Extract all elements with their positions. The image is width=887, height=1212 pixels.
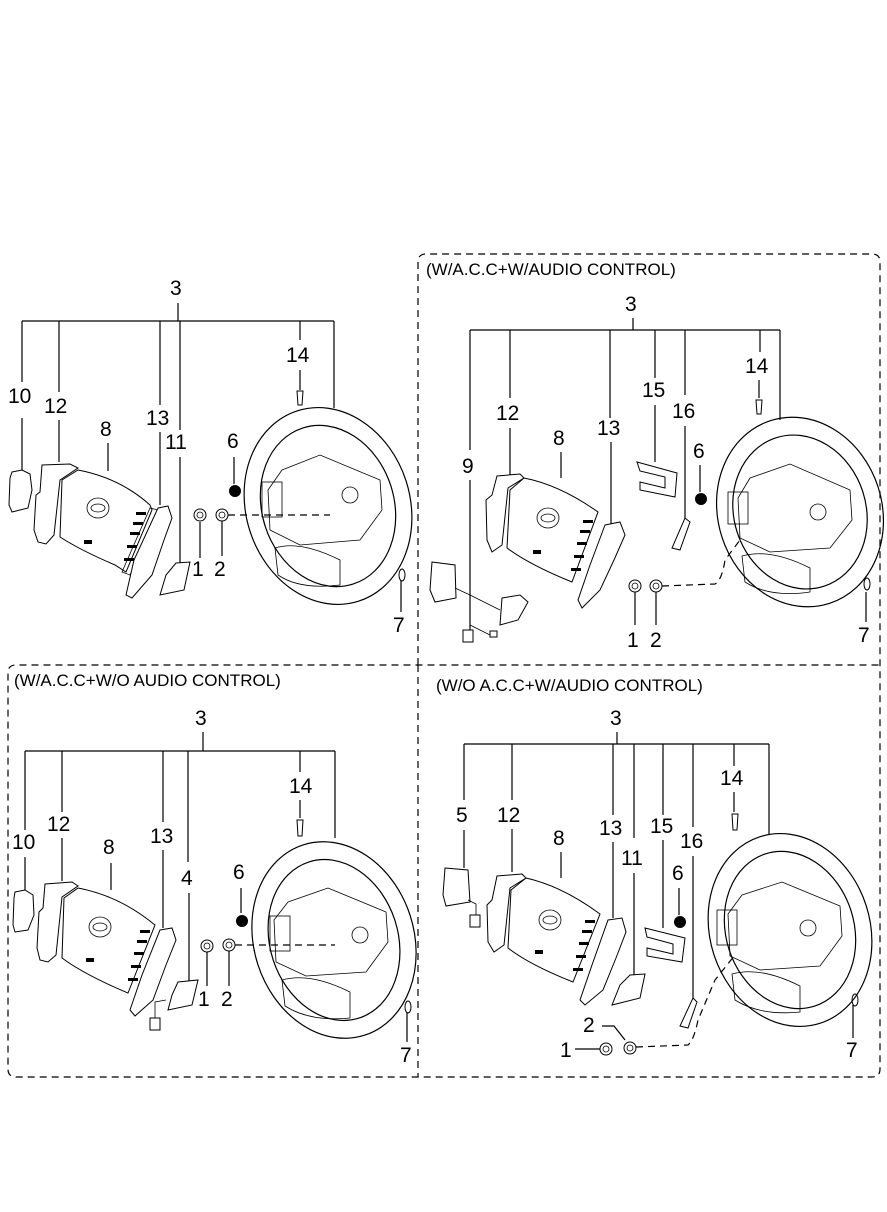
panel-wacc-woaudio: (W/A.C.C+W/O AUDIO CONTROL) 3 10 12 8 13… [12,671,417,1067]
callout-7[interactable]: 7 [858,624,870,647]
callout-7[interactable]: 7 [400,1044,412,1067]
part-12-lower-cover [33,463,79,545]
part-2-washer [215,508,229,522]
callout-14[interactable]: 14 [286,344,310,367]
part-7-clip [404,1000,412,1014]
callout-11[interactable]: 11 [165,431,187,454]
part-11-switch [611,973,646,1006]
callout-12[interactable]: 12 [44,395,67,418]
callout-1[interactable]: 1 [192,558,204,581]
panel-caption: (W/A.C.C+W/O AUDIO CONTROL) [14,671,281,690]
part-10-cover [8,469,33,513]
part-12-lower-cover [486,873,527,953]
part-6-plug [236,915,248,927]
callout-2[interactable]: 2 [221,988,233,1011]
part-3-steering-wheel [715,416,885,608]
callout-3[interactable]: 3 [610,707,622,730]
callout-8[interactable]: 8 [100,418,112,441]
panel-caption: (W/O A.C.C+W/AUDIO CONTROL) [436,676,703,695]
callout-13[interactable]: 13 [150,825,173,848]
callout-11[interactable]: 11 [621,847,643,870]
callout-1[interactable]: 1 [198,988,210,1011]
part-3-steering-wheel [251,841,417,1039]
callout-14[interactable]: 14 [745,355,769,378]
part-9-switch-harness [429,561,457,603]
part-6-plug [229,485,241,497]
panel-frames [7,253,881,1078]
callout-8[interactable]: 8 [553,827,565,850]
callout-2[interactable]: 2 [650,629,662,652]
callout-14[interactable]: 14 [289,775,313,798]
part-5-switch [442,867,471,907]
part-1-nut [599,1042,613,1056]
part-14-screw [731,813,739,831]
callout-1[interactable]: 1 [627,629,639,652]
callout-6[interactable]: 6 [233,861,245,884]
part-2-washer [623,1041,637,1055]
part-4-switch [167,979,199,1011]
part-6-plug [674,916,686,928]
panel-wacc-waudio: (W/A.C.C+W/AUDIO CONTROL) 3 9 12 8 13 15… [426,260,885,652]
callout-12[interactable]: 12 [496,402,519,425]
part-2-washer [222,938,236,952]
callout-6[interactable]: 6 [693,440,705,463]
part-2-washer [649,579,663,593]
part-15-bracket [644,927,686,963]
part-1-nut [628,579,642,593]
callout-6[interactable]: 6 [672,862,684,885]
part-11-switch [159,561,191,596]
callout-7[interactable]: 7 [393,614,405,637]
callout-2[interactable]: 2 [583,1014,595,1037]
callout-15[interactable]: 15 [650,815,673,838]
part-1-nut [193,508,207,522]
part-7-clip [398,568,406,582]
part-14-screw [296,390,304,406]
callout-9[interactable]: 9 [462,455,474,478]
callout-10[interactable]: 10 [12,831,35,854]
callout-10[interactable]: 10 [8,385,31,408]
part-13-cover [577,521,626,609]
callout-3[interactable]: 3 [195,707,207,730]
callout-13[interactable]: 13 [146,407,169,430]
callout-16[interactable]: 16 [672,400,695,423]
part-13-cover [579,917,627,1006]
callout-8[interactable]: 8 [553,427,565,450]
part-15-bracket [636,461,678,498]
callout-4[interactable]: 4 [181,867,193,890]
callout-3[interactable]: 3 [170,277,182,300]
part-6-plug [695,493,707,505]
part-3-steering-wheel [243,406,413,606]
callout-16[interactable]: 16 [680,830,703,853]
callout-12[interactable]: 12 [47,813,70,836]
callout-3[interactable]: 3 [625,293,637,316]
panel-base: 3 10 12 8 13 11 14 6 1 2 7 [8,277,413,637]
part-1-nut [200,939,214,953]
callout-2[interactable]: 2 [214,558,226,581]
part-7-clip [863,577,871,591]
part-12-lower-cover [485,473,525,553]
panel-woacc-waudio: (W/O A.C.C+W/AUDIO CONTROL) 3 5 12 8 13 … [436,676,873,1062]
part-3-steering-wheel [707,832,873,1028]
callout-15[interactable]: 15 [642,379,665,402]
part-10-cover [12,889,35,933]
callout-14[interactable]: 14 [720,767,744,790]
panel-caption: (W/A.C.C+W/AUDIO CONTROL) [426,260,676,279]
callout-6[interactable]: 6 [227,430,239,453]
part-13-cover [129,927,177,1017]
callout-13[interactable]: 13 [599,817,622,840]
part-16-connector [679,997,698,1029]
callout-8[interactable]: 8 [103,836,115,859]
part-12-lower-cover [36,881,79,963]
callout-1[interactable]: 1 [560,1039,572,1062]
part-13-cover [125,505,173,599]
callout-7[interactable]: 7 [846,1039,858,1062]
part-16-connector [671,517,691,551]
part-14-screw [296,819,304,837]
callout-13[interactable]: 13 [597,417,620,440]
part-7-clip [851,993,859,1007]
callout-5[interactable]: 5 [456,804,468,827]
part-14-screw [755,399,763,415]
callout-12[interactable]: 12 [497,804,520,827]
